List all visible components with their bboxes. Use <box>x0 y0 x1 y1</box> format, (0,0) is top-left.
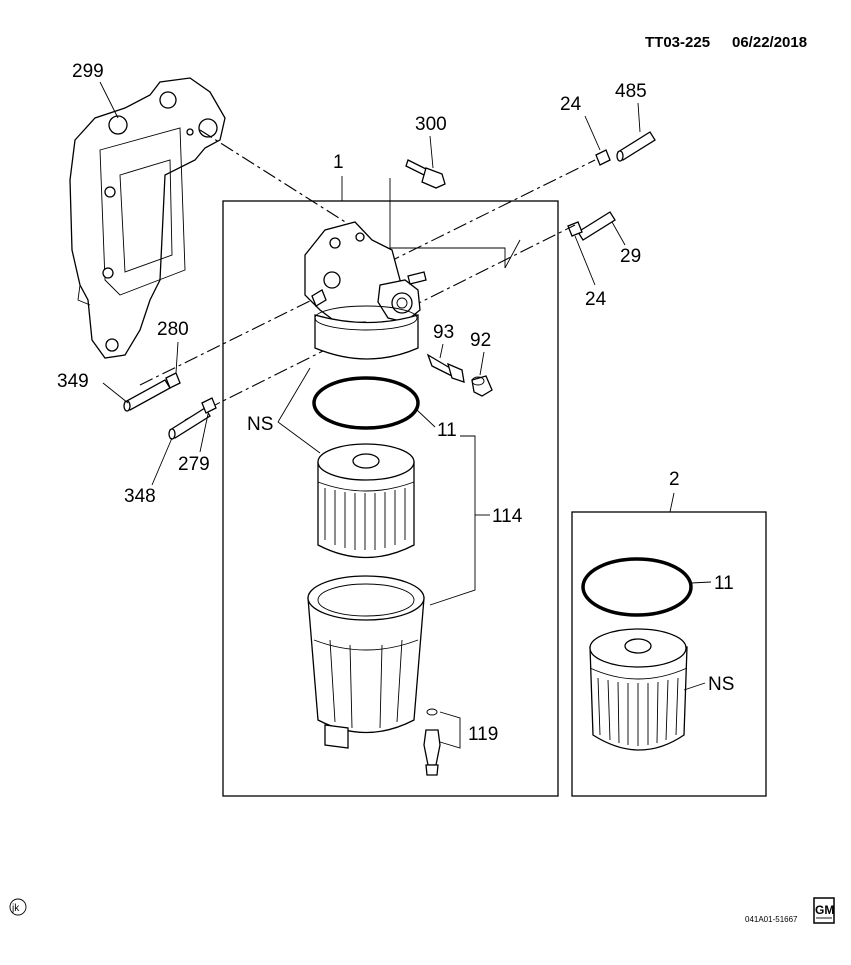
clip-279 <box>201 397 217 414</box>
callout-485: 485 <box>615 81 647 102</box>
pipe-485 <box>616 131 656 162</box>
leader-ns-assembly <box>277 421 321 454</box>
leader-11-assembly <box>416 409 436 428</box>
callout-1: 1 <box>333 152 344 173</box>
bracket-114 <box>429 435 476 606</box>
filter-element-assembly <box>317 443 415 559</box>
leader-ns-assembly-2 <box>277 367 311 423</box>
clip-24-lower <box>567 221 583 237</box>
leader-299 <box>99 81 119 119</box>
filter-bowl <box>307 575 425 749</box>
fitting-93 <box>426 353 465 383</box>
callout-348: 348 <box>124 486 156 507</box>
diagram-header: TT03-225 06/22/2018 <box>645 34 807 51</box>
o-ring-11-assembly <box>312 376 420 430</box>
gm-logo-icon <box>813 897 835 924</box>
callout-11-kit: 11 <box>714 573 734 594</box>
callout-280: 280 <box>157 319 189 340</box>
leader-92 <box>479 351 485 376</box>
leader-24-lower <box>574 235 596 286</box>
callout-349: 349 <box>57 371 89 392</box>
clip-280 <box>165 372 181 389</box>
centerline-bracket <box>199 129 351 226</box>
leader-11-kit <box>690 581 712 584</box>
leader-485 <box>637 102 641 133</box>
gm-logo-text: GM <box>815 903 834 917</box>
section-break-line <box>389 178 521 269</box>
callout-11-assembly: 11 <box>437 420 457 441</box>
bracket-119 <box>439 711 461 749</box>
pipe-29 <box>577 211 616 241</box>
callout-119: 119 <box>468 724 498 745</box>
callout-ns-kit: NS <box>708 674 734 695</box>
filter-head <box>304 221 427 360</box>
illustrator-initials: jk <box>11 903 20 914</box>
leader-300 <box>429 135 434 169</box>
diagram-footer: jk 041A01-51667 GM <box>9 897 835 924</box>
leader-279 <box>199 413 209 453</box>
filter-element-kit <box>589 628 688 751</box>
bolt-300 <box>405 159 446 189</box>
leader-ns-kit <box>683 682 706 691</box>
callout-ns-assembly: NS <box>247 414 273 435</box>
diagram-reference: 041A01-51667 <box>745 915 798 924</box>
callout-299: 299 <box>72 61 104 82</box>
callout-24-upper: 24 <box>560 94 582 115</box>
leader-2 <box>669 492 675 513</box>
callout-2: 2 <box>669 469 680 490</box>
leader-93 <box>439 343 444 359</box>
clip-24-upper <box>595 149 611 166</box>
drain-119 <box>423 708 441 776</box>
diagram-code: TT03-225 <box>645 34 710 51</box>
callout-300: 300 <box>415 114 447 135</box>
callout-24-lower: 24 <box>585 289 607 310</box>
initials-circle <box>9 898 27 916</box>
leader-29 <box>611 221 626 246</box>
diagram-date: 06/22/2018 <box>732 34 807 51</box>
callout-29: 29 <box>620 246 641 267</box>
callout-114: 114 <box>492 506 523 527</box>
leader-349 <box>102 382 129 404</box>
mounting-bracket-299 <box>69 77 226 359</box>
callout-92: 92 <box>470 330 491 351</box>
callout-279: 279 <box>178 454 210 475</box>
assembly-1-frame <box>222 200 559 797</box>
callout-93: 93 <box>433 322 454 343</box>
leader-24-upper <box>584 115 601 151</box>
leader-348 <box>151 437 173 486</box>
o-ring-11-kit <box>581 557 693 617</box>
cap-92 <box>471 375 493 397</box>
pipe-349 <box>123 379 171 412</box>
kit-2-frame <box>571 511 767 797</box>
leader-280 <box>175 341 179 374</box>
